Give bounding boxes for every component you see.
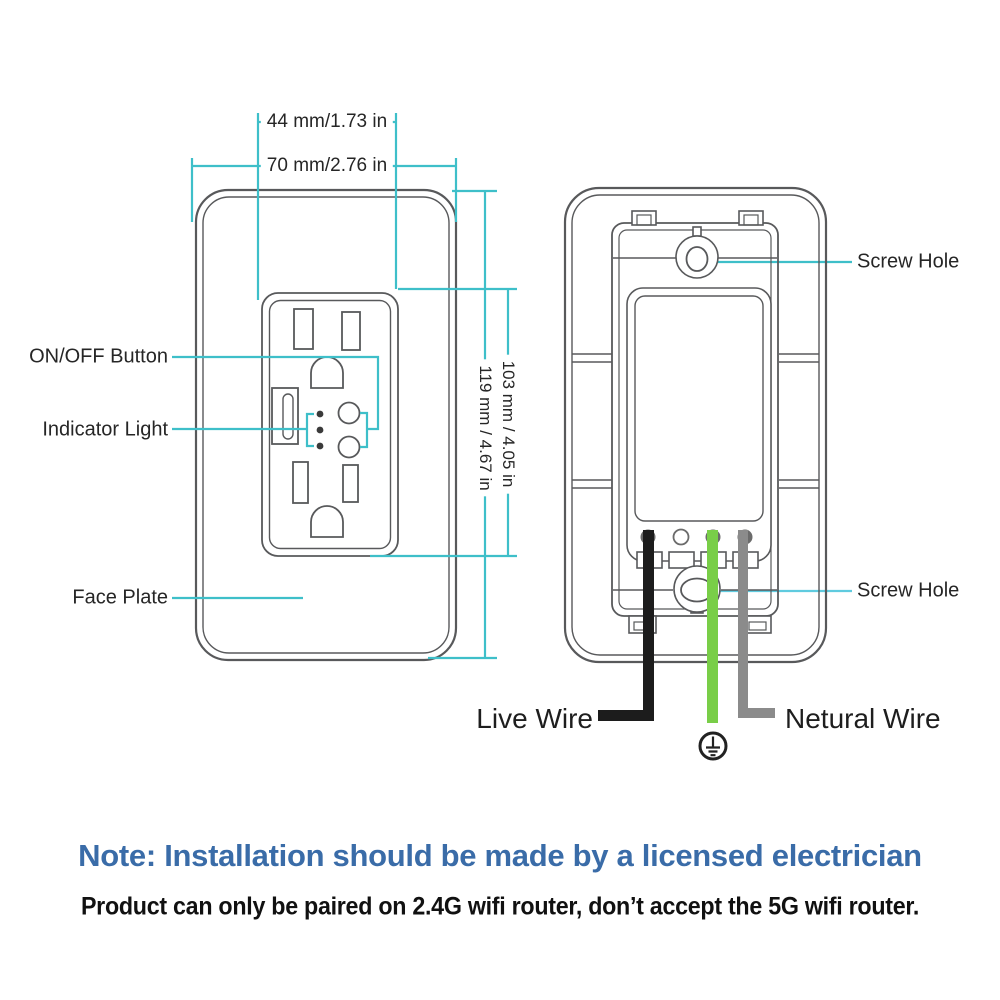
note-heading: Note: Installation should be made by a l… xyxy=(78,838,922,873)
outlet-insert xyxy=(261,292,399,557)
dimension-height-outer: 119 mm / 4.67 in xyxy=(474,359,496,497)
indicator-light-leader xyxy=(172,412,314,448)
screw-hole-top-graphic xyxy=(613,226,777,279)
back-view-device xyxy=(563,186,828,761)
top-outlet-ground-hole xyxy=(310,356,344,389)
dimension-width-inner: 44 mm/1.73 in xyxy=(260,110,394,134)
bottom-outlet-ground-hole xyxy=(310,505,344,538)
dimension-height-inner: 103 mm / 4.05 in xyxy=(497,354,519,494)
top-mounting-tabs xyxy=(631,210,764,226)
dimension-lines xyxy=(190,113,517,660)
face-plate-label: Face Plate xyxy=(72,586,168,609)
live-wire-graphic xyxy=(598,530,654,721)
screw-hole-bottom-graphic xyxy=(613,565,777,614)
live-wire-label: Live Wire xyxy=(476,703,593,734)
on-off-button-leader xyxy=(172,355,380,449)
ground-icon xyxy=(698,731,728,761)
usb-port xyxy=(271,387,299,445)
on-off-buttons[interactable] xyxy=(337,401,361,459)
relay-module xyxy=(626,287,772,562)
screw-hole-top-label: Screw Hole xyxy=(857,250,960,273)
note-subtext: Product can only be paired on 2.4G wifi … xyxy=(80,892,920,921)
screw-hole-bottom-label: Screw Hole xyxy=(857,579,960,602)
dimension-width-outer: 70 mm/2.76 in xyxy=(260,154,394,178)
on-off-button-label: ON/OFF Button xyxy=(29,345,168,368)
face-plate-front-view xyxy=(194,188,458,662)
neutral-wire-label: Netural Wire xyxy=(785,703,941,734)
bottom-outlet-left-slot xyxy=(292,461,309,504)
indicator-light-label: Indicator Light xyxy=(42,418,168,441)
top-outlet-left-slot xyxy=(293,308,314,350)
bottom-outlet-right-slot xyxy=(342,464,359,503)
neutral-wire-graphic xyxy=(738,530,775,718)
top-outlet-right-slot xyxy=(341,311,361,351)
indicator-lights xyxy=(316,410,324,450)
